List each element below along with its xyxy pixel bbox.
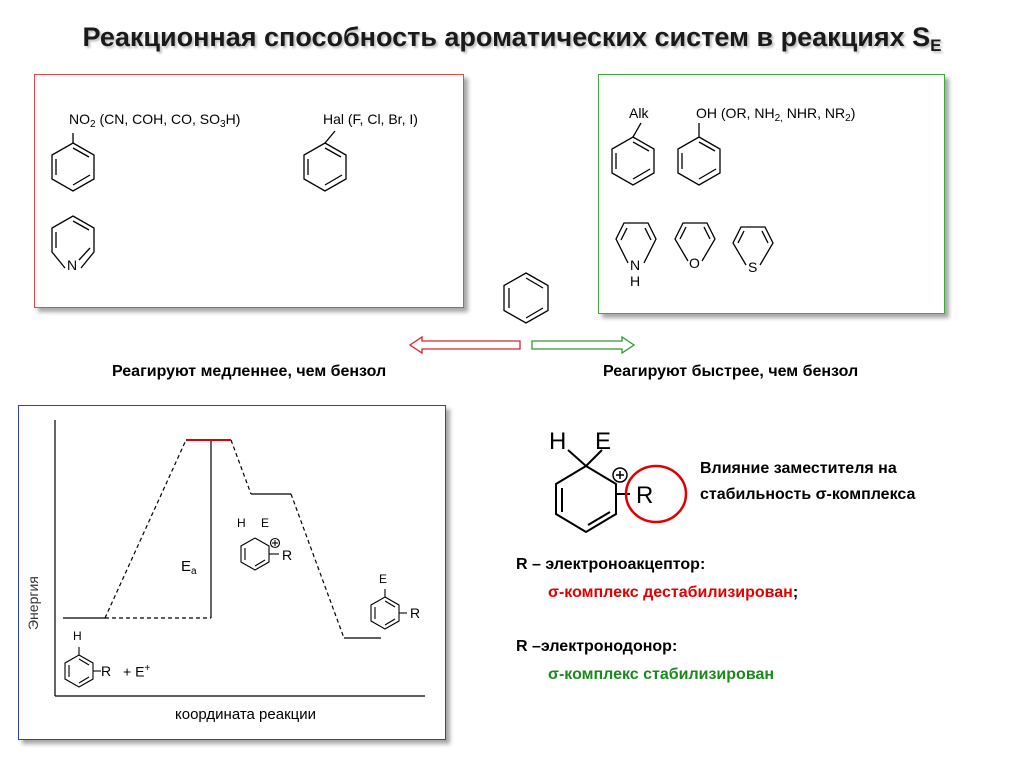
thiophene-ring (732, 226, 774, 266)
influence-line-2: стабильность σ-комплекса (700, 486, 916, 503)
benzene-ring-alkyl (611, 122, 655, 186)
halogen-label: Hal (F, Cl, Br, I) (323, 111, 418, 127)
product-r-label: R (410, 605, 421, 621)
slow-structures (51, 130, 347, 269)
donor-title: R –электронодонор: (516, 638, 678, 655)
substituent-highlight (624, 464, 688, 524)
pyridine-ring (51, 215, 95, 269)
descent-1-dashed (230, 439, 252, 495)
pyrrole-h-label: H (630, 273, 641, 289)
x-axis-label: координата реакции (175, 706, 316, 723)
donor-result: σ-комплекс стабилизирован (548, 666, 774, 683)
thiophene-s-label: S (748, 259, 758, 275)
reactant-r-label: R (101, 663, 112, 679)
faster-arrow-icon (531, 335, 636, 355)
pyrrole-n-label: N (630, 257, 641, 273)
influence-line-1: Влияние заместителя на (700, 460, 897, 477)
reactant-electrophile-label: + E+ (123, 663, 151, 680)
ascent-dashed (104, 439, 187, 619)
slower-caption: Реагируют медленнее, чем бензол (112, 363, 387, 380)
product-ring (370, 589, 407, 630)
fast-reactants-box: Alk OH (OR, NH2, NHR, NR2) (598, 74, 945, 314)
energy-diagram: Энергия координата реакции Ea H R + E+ H… (18, 405, 446, 740)
benzene-ring-center (503, 272, 549, 324)
reactant-h-label: H (73, 629, 82, 643)
pyridine-n-label: N (67, 257, 78, 273)
benzene-ring-nitro (51, 133, 95, 192)
page-title: Реакционная способность ароматических си… (82, 22, 942, 55)
sigma-r-label: R (636, 482, 654, 509)
sigma-e-label: E (595, 428, 612, 455)
ea-label: Ea (181, 558, 197, 577)
intermediate-h-label: H (237, 516, 246, 530)
reactant-ring (64, 647, 101, 688)
intermediate-ring (240, 537, 281, 571)
intermediate-e-label: E (261, 516, 270, 530)
slower-arrow-icon (408, 335, 521, 355)
y-axis-label: Энергия (25, 576, 41, 630)
fast-structures (611, 122, 774, 266)
energy-profile (54, 420, 425, 697)
benzene-ring-hydroxy (677, 123, 721, 186)
slow-reactants-box: NO2 (CN, COH, CO, SO3H) Hal (F, Cl, Br, … (34, 74, 464, 308)
pyrrole-ring (615, 222, 657, 264)
furan-o-label: O (689, 255, 700, 271)
acceptor-result: σ-комплекс дестабилизирован; (548, 584, 799, 601)
sigma-h-label: H (549, 428, 567, 455)
acceptor-title: R – электроноакцептор: (516, 556, 706, 573)
descent-2-dashed (290, 493, 345, 639)
faster-caption: Реагируют быстрее, чем бензол (603, 363, 859, 380)
benzene-ring-halogen (303, 130, 347, 192)
withdrawing-groups-label: NO2 (CN, COH, CO, SO3H) (69, 111, 241, 130)
product-e-label: E (379, 572, 388, 586)
intermediate-r-label: R (282, 547, 293, 563)
donor-groups-label: OH (OR, NH2, NHR, NR2) (696, 105, 856, 124)
sigma-complex-structure (555, 449, 688, 534)
alkyl-label: Alk (629, 105, 649, 121)
furan-ring (674, 222, 716, 262)
